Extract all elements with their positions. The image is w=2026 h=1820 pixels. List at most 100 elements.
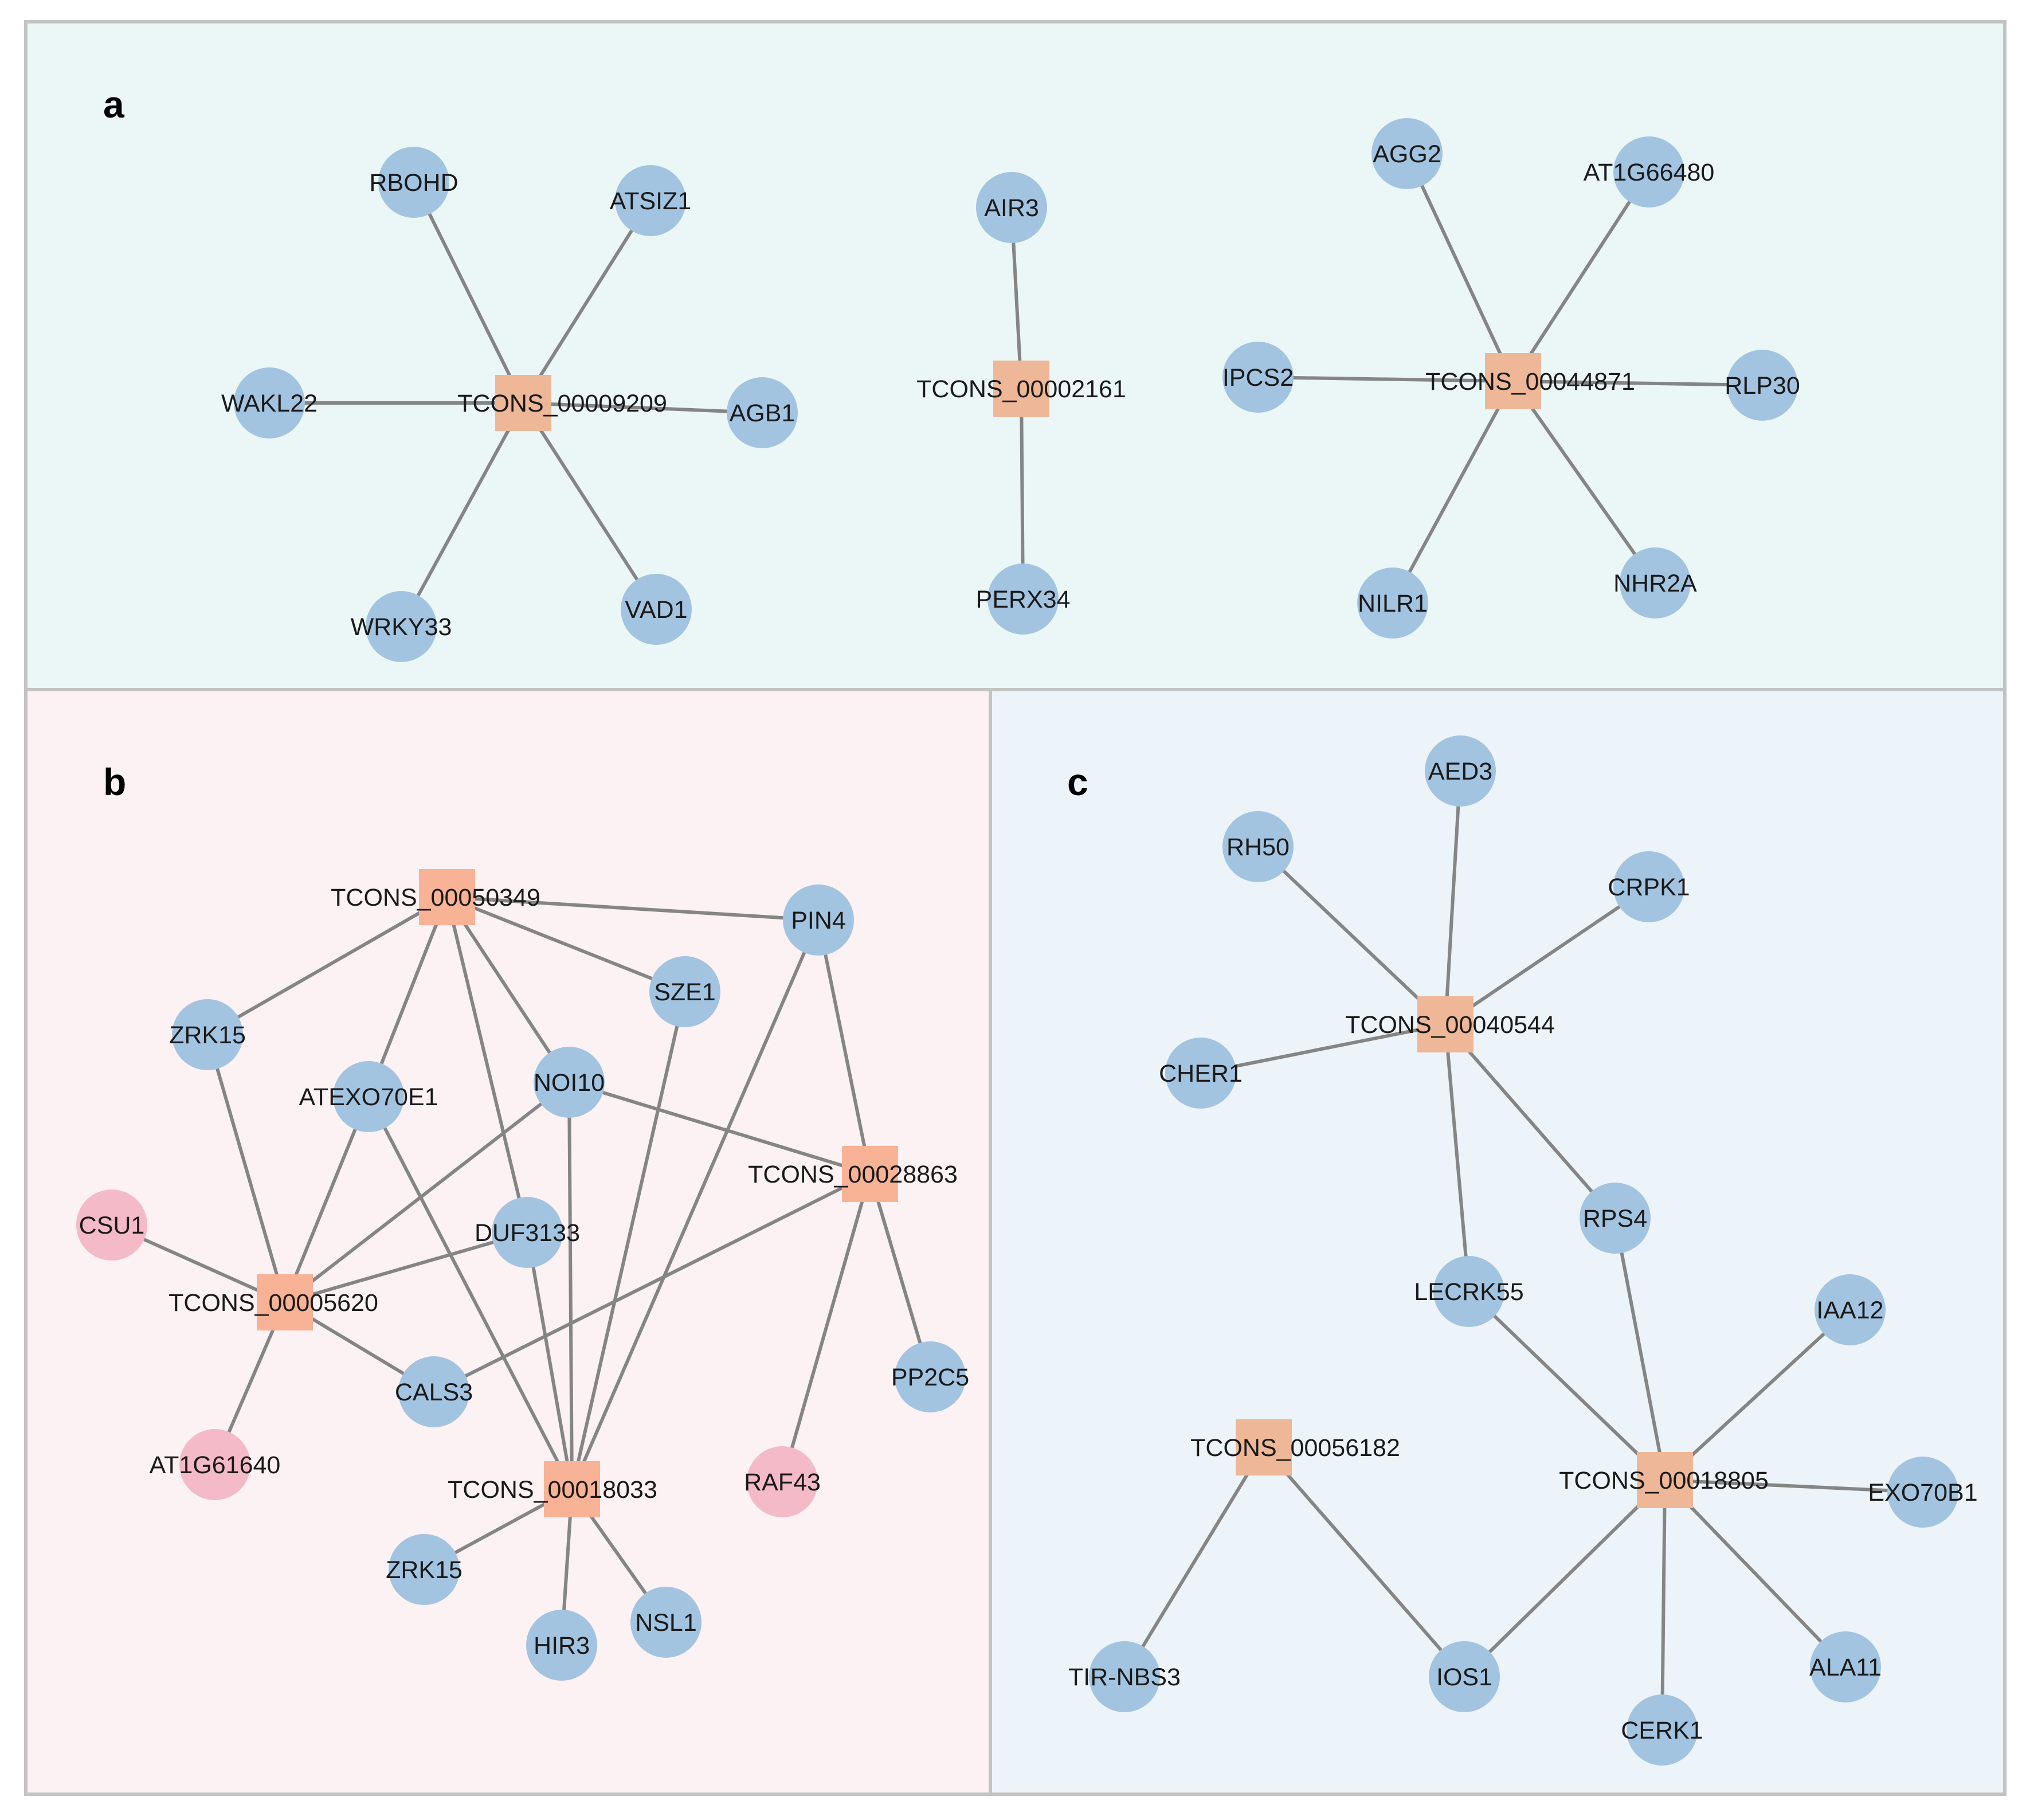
edge-b-CALS3-TCONS_00028863: [433, 1172, 871, 1394]
gene-node-ios1[interactable]: [1429, 1641, 1500, 1712]
edge-b-TCONS_00050349-ZRK15_top: [206, 895, 448, 1036]
node-label-iaa12: IAA12: [1816, 1297, 1883, 1324]
gene-node-agg2[interactable]: [1371, 118, 1443, 189]
node-label-pp2c5: PP2C5: [891, 1364, 969, 1391]
node-label-csu1: CSU1: [79, 1212, 145, 1239]
gene-node-hir3[interactable]: [526, 1610, 597, 1681]
gene-node-crpk1[interactable]: [1613, 851, 1684, 922]
edge-a-TCONS_00009209-VAD1: [522, 402, 658, 610]
edge-c-LECRK55-TCONS_00018805: [1467, 1290, 1667, 1482]
lncrna-node-tcons-00040544[interactable]: [1417, 996, 1474, 1052]
edge-b-ATEXO70E1-TCONS_00018033: [367, 1095, 574, 1490]
gene-node-wrky33[interactable]: [366, 591, 437, 662]
node-label-zrk15-top: ZRK15: [169, 1021, 246, 1049]
edge-b-ZRK15_top-TCONS_00005620: [206, 1034, 287, 1303]
gene-node-pp2c5[interactable]: [895, 1341, 966, 1412]
gene-node-iaa12[interactable]: [1815, 1274, 1886, 1345]
gene-node-wakl22[interactable]: [234, 367, 305, 439]
edge-b-TCONS_00050349-DUF3133: [445, 897, 529, 1233]
node-label-cerk1: CERK1: [1621, 1717, 1703, 1744]
panel-label-b: b: [103, 761, 126, 803]
edge-b-DUF3133-TCONS_00018033: [526, 1232, 574, 1490]
panels-layer: [24, 20, 2007, 1796]
gene-node-at1g61640[interactable]: [179, 1429, 250, 1500]
node-label-aed3: AED3: [1428, 758, 1492, 785]
gene-node-perx34[interactable]: [987, 563, 1059, 635]
gene-node-tir-nbs3[interactable]: [1089, 1641, 1160, 1712]
node-label-wakl22: WAKL22: [221, 390, 318, 417]
edge-a-TCONS_00009209-ATSIZ1: [522, 199, 652, 404]
gene-node-nilr1[interactable]: [1357, 567, 1428, 639]
edge-c-TCONS_00056182-TIR-NBS3: [1123, 1446, 1265, 1678]
gene-node-aed3[interactable]: [1425, 735, 1496, 807]
lncrna-node-tcons-00044871[interactable]: [1485, 353, 1541, 409]
node-label-rlp30: RLP30: [1725, 372, 1800, 400]
lncrna-node-tcons-00009209[interactable]: [495, 375, 551, 431]
gene-node-cher1[interactable]: [1165, 1038, 1236, 1109]
node-label-tcons-00005620: TCONS_00005620: [168, 1289, 378, 1317]
gene-node-zrk15-bottom[interactable]: [389, 1534, 460, 1605]
edge-c-TCONS_00018805-EXO70B1: [1664, 1478, 1923, 1494]
lncrna-node-tcons-00050349[interactable]: [419, 869, 475, 925]
panel-c: [989, 688, 2007, 1796]
edge-b-SZE1-TCONS_00018033: [570, 991, 687, 1490]
gene-node-rlp30[interactable]: [1727, 350, 1798, 421]
lncrna-node-tcons-00002161[interactable]: [993, 361, 1049, 417]
gene-node-noi10[interactable]: [534, 1047, 605, 1118]
gene-node-duf3133[interactable]: [492, 1197, 563, 1268]
lncrna-node-tcons-00018033[interactable]: [544, 1461, 600, 1517]
gene-node-agb1[interactable]: [727, 377, 798, 448]
gene-node-cerk1[interactable]: [1627, 1694, 1698, 1766]
gene-node-vad1[interactable]: [621, 574, 692, 645]
edges-layer: [111, 152, 1923, 1731]
node-label-tcons-00028863: TCONS_00028863: [748, 1161, 958, 1188]
edge-c-TCONS_00040544-RPS4: [1444, 1023, 1617, 1219]
gene-node-air3[interactable]: [976, 172, 1047, 243]
gene-node-rbohd[interactable]: [378, 147, 449, 218]
gene-node-cals3[interactable]: [398, 1356, 469, 1427]
gene-node-atsiz1[interactable]: [615, 165, 686, 236]
edge-a-TCONS_00044871-AGG2: [1405, 152, 1515, 382]
node-label-atexo70e1: ATEXO70E1: [299, 1083, 438, 1111]
lncrna-node-tcons-00018805[interactable]: [1637, 1452, 1693, 1508]
gene-node-atexo70e1[interactable]: [333, 1061, 404, 1132]
gene-node-rps4[interactable]: [1580, 1183, 1651, 1254]
edge-a-TCONS_00044871-NILR1: [1391, 380, 1515, 604]
gene-node-ipcs2[interactable]: [1222, 342, 1294, 413]
node-label-crpk1: CRPK1: [1608, 874, 1690, 901]
gene-node-pin4[interactable]: [783, 884, 854, 956]
lncrna-node-tcons-00028863[interactable]: [842, 1146, 898, 1202]
gene-node-sze1[interactable]: [649, 956, 720, 1027]
node-label-nilr1: NILR1: [1358, 590, 1428, 617]
gene-node-zrk15-top[interactable]: [172, 999, 243, 1070]
edge-b-TCONS_00050349-NOI10: [445, 896, 571, 1083]
edge-c-TCONS_00040544-AED3: [1444, 770, 1462, 1025]
gene-node-lecrk55[interactable]: [1433, 1256, 1504, 1327]
edge-c-TCONS_00056182-IOS1: [1262, 1446, 1466, 1678]
node-label-noi10: NOI10: [534, 1069, 605, 1097]
edge-a-TCONS_00009209-WRKY33: [399, 402, 525, 628]
edge-a-TCONS_00009209-AGB1: [523, 401, 763, 414]
lncrna-node-tcons-00005620[interactable]: [257, 1274, 313, 1330]
gene-node-nhr2a[interactable]: [1620, 547, 1691, 619]
node-label-cals3: CALS3: [395, 1379, 473, 1406]
gene-node-exo70b1[interactable]: [1887, 1457, 1958, 1528]
edge-c-TCONS_00040544-RH50: [1256, 845, 1447, 1026]
edge-c-TCONS_00018805-IOS1: [1463, 1478, 1667, 1678]
gene-node-ala11[interactable]: [1810, 1631, 1881, 1702]
gene-node-raf43[interactable]: [747, 1446, 818, 1517]
edge-b-TCONS_00028863-RAF43: [781, 1173, 872, 1482]
gene-node-at1g66480[interactable]: [1613, 136, 1684, 208]
edge-b-PIN4-TCONS_00018033: [570, 919, 820, 1490]
edge-b-ATEXO70E1-TCONS_00005620: [283, 1095, 370, 1304]
node-label-tcons-00009209: TCONS_00009209: [457, 390, 667, 417]
gene-node-csu1[interactable]: [76, 1189, 147, 1261]
node-label-perx34: PERX34: [976, 586, 1071, 613]
lncrna-node-tcons-00056182[interactable]: [1236, 1419, 1292, 1475]
gene-node-nsl1[interactable]: [630, 1587, 702, 1658]
node-label-tcons-00050349: TCONS_00050349: [331, 884, 540, 911]
node-label-cher1: CHER1: [1159, 1060, 1243, 1087]
gene-node-rh50[interactable]: [1222, 811, 1294, 882]
edge-c-TCONS_00018805-ALA11: [1663, 1478, 1847, 1669]
node-label-tcons-00018805: TCONS_00018805: [1559, 1467, 1769, 1494]
